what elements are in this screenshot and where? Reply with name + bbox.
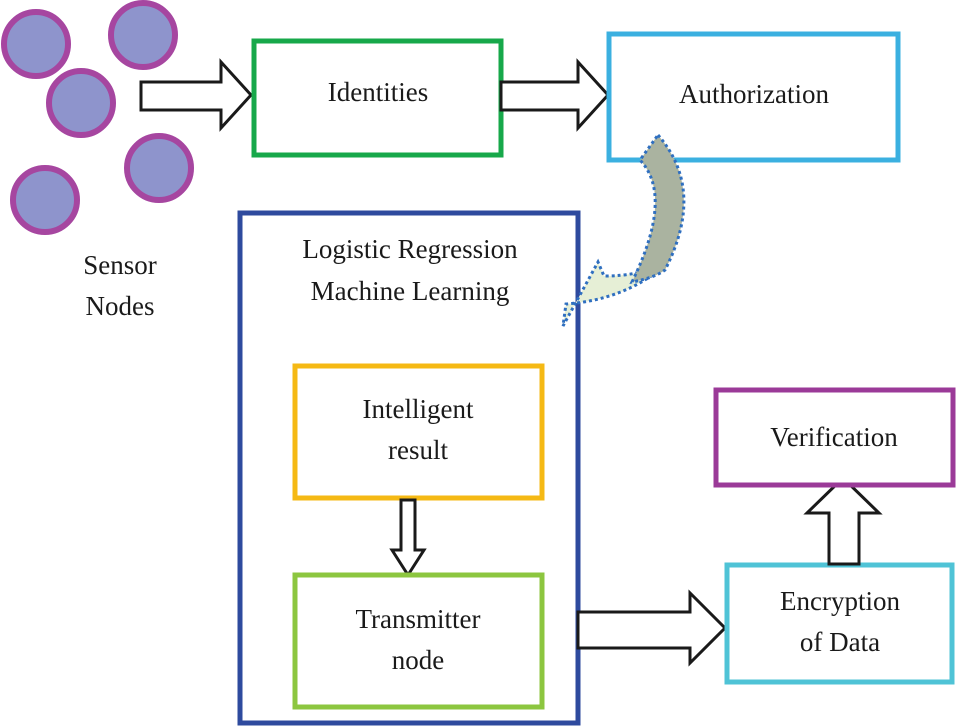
curved-arrow-upper-part — [629, 132, 686, 285]
sensor-node — [108, 0, 178, 70]
sensor-node — [46, 68, 116, 138]
verification-box — [713, 387, 956, 488]
sensor-nodes-label-line2: Nodes — [86, 291, 155, 321]
encryption-label-line2: of Data — [800, 627, 880, 657]
identities-box — [251, 38, 504, 158]
sensor-node — [124, 133, 194, 203]
arrow-ml-to-encryption — [576, 589, 728, 667]
intelligent-result-label-line2: result — [388, 435, 448, 465]
identities-label: Identities — [328, 77, 428, 107]
transmitter-node-box — [292, 572, 545, 710]
transmitter-node-label-line2: node — [392, 645, 445, 675]
arrow-identities-to-authorization — [499, 58, 611, 132]
verification-label: Verification — [770, 422, 898, 452]
intelligent-result-label-line1: Intelligent — [363, 394, 474, 424]
sensor-nodes-label-line1: Sensor — [83, 250, 157, 280]
encryption-box — [724, 562, 955, 685]
logistic-regression-label-line1: Logistic Regression — [302, 234, 518, 264]
intelligent-result-box — [292, 363, 545, 501]
sensor-node — [1, 9, 71, 79]
sensor-node — [10, 165, 80, 235]
curved-arrow-authorization-to-ml — [561, 132, 686, 327]
arrow-encryption-to-verification — [803, 475, 883, 566]
arrow-nodes-to-identities — [139, 58, 254, 132]
transmitter-node-label-line1: Transmitter — [355, 604, 480, 634]
arrow-result-to-transmitter — [389, 498, 427, 578]
authorization-label: Authorization — [679, 79, 829, 109]
sensor-nodes-group — [1, 0, 194, 235]
logistic-regression-label-line2: Machine Learning — [311, 276, 510, 306]
encryption-label-line1: Encryption — [780, 586, 900, 616]
